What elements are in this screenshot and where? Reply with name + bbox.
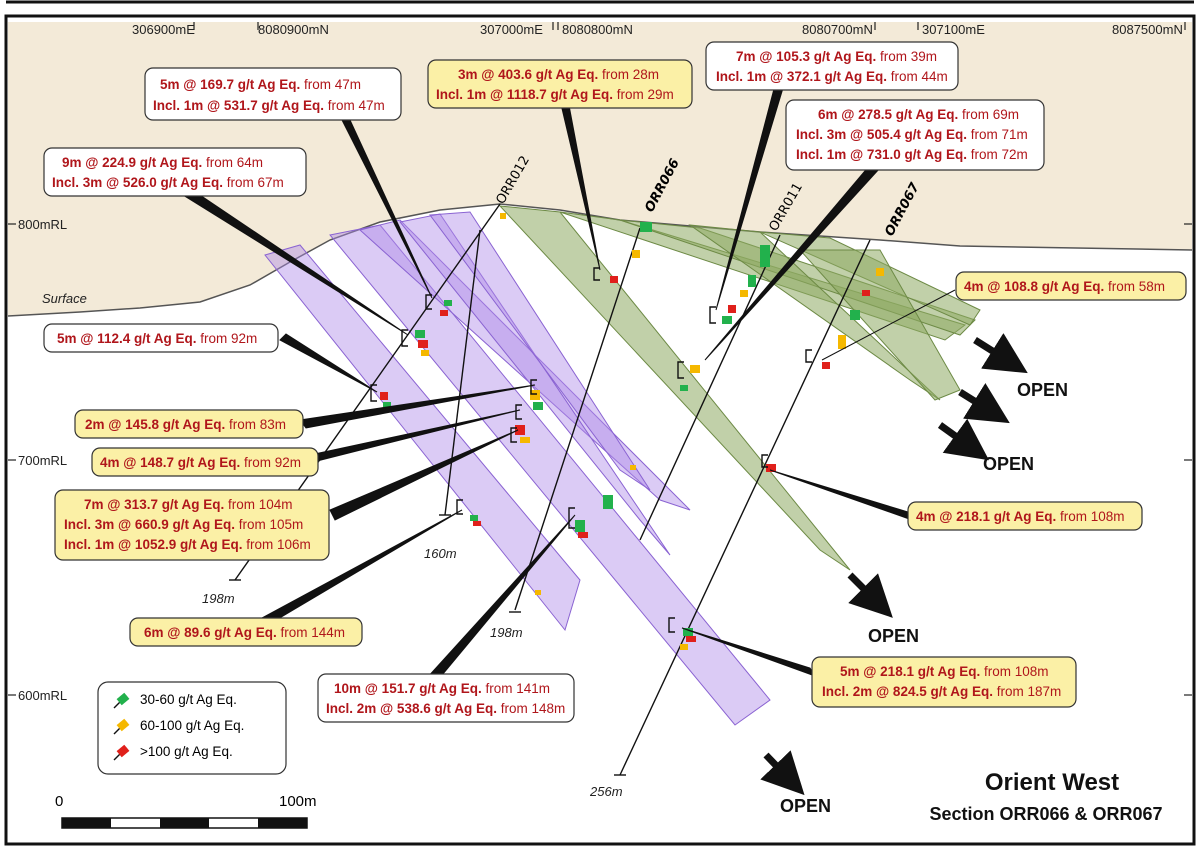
callout-red-2: 9m @ 224.9 g/t Ag Eq. from 64m Incl. 3m … [43, 147, 307, 197]
legend-swatch-red [113, 744, 130, 761]
callout-yellow-6: 4m @ 218.1 g/t Ag Eq. from 108m [907, 501, 1143, 531]
drill-trace-orr067 [619, 239, 871, 776]
open-label-4: OPEN [780, 796, 831, 816]
depth-label-160: 160m [424, 546, 457, 561]
easting-label-306900: 306900mE [132, 22, 195, 37]
svg-text:5m @ 218.1 g/t Ag Eq. from 108: 5m @ 218.1 g/t Ag Eq. from 108m [840, 664, 1048, 679]
svg-text:4m @ 218.1 g/t Ag Eq. from 108: 4m @ 218.1 g/t Ag Eq. from 108m [916, 509, 1124, 524]
svg-text:3m @ 403.6 g/t Ag Eq. from 28m: 3m @ 403.6 g/t Ag Eq. from 28m [458, 67, 659, 82]
callout-yellow-1: 3m @ 403.6 g/t Ag Eq. from 28m Incl. 1m … [427, 59, 693, 109]
svg-text:Incl. 3m @ 526.0 g/t Ag Eq. fr: Incl. 3m @ 526.0 g/t Ag Eq. from 67m [52, 175, 284, 190]
drill-holes [229, 203, 871, 776]
svg-text:7m @ 105.3 g/t Ag Eq. from 39m: 7m @ 105.3 g/t Ag Eq. from 39m [736, 49, 937, 64]
svg-text:4m @ 148.7 g/t Ag Eq. from 92m: 4m @ 148.7 g/t Ag Eq. from 92m [100, 455, 301, 470]
scale-end-label: 100m [279, 793, 317, 810]
legend-label-green: 30-60 g/t Ag Eq. [140, 692, 237, 707]
svg-text:5m @ 169.7 g/t Ag Eq. from 47m: 5m @ 169.7 g/t Ag Eq. from 47m [160, 77, 361, 92]
svg-text:Incl. 1m @ 1118.7 g/t Ag Eq. f: Incl. 1m @ 1118.7 g/t Ag Eq. from 29m [436, 87, 674, 102]
northing-label-8080800: 8080800mN [562, 22, 633, 37]
rl-label-600: 600mRL [18, 688, 67, 703]
svg-text:Incl. 1m @ 1052.9 g/t Ag Eq. f: Incl. 1m @ 1052.9 g/t Ag Eq. from 106m [64, 537, 311, 552]
drill-trace-orr012b [444, 229, 481, 516]
easting-label-307000: 307000mE [480, 22, 543, 37]
figure-title: Orient West [985, 769, 1119, 796]
callout-red-1: 5m @ 169.7 g/t Ag Eq. from 47m Incl. 1m … [144, 67, 402, 121]
rl-label-700: 700mRL [18, 453, 67, 468]
svg-text:Incl. 3m @ 505.4 g/t Ag Eq. fr: Incl. 3m @ 505.4 g/t Ag Eq. from 71m [796, 127, 1028, 142]
green-vein-zones [498, 205, 981, 571]
svg-text:7m @ 313.7 g/t Ag Eq. from 104: 7m @ 313.7 g/t Ag Eq. from 104m [84, 497, 292, 512]
callout-red-3: 7m @ 105.3 g/t Ag Eq. from 39m Incl. 1m … [705, 41, 959, 91]
northing-label-8080900: 8080900mN [258, 22, 329, 37]
callout-leaders [173, 84, 956, 687]
open-arrows [760, 333, 1028, 796]
rl-label-800: 800mRL [18, 217, 67, 232]
svg-text:5m @ 112.4 g/t Ag Eq. from 92m: 5m @ 112.4 g/t Ag Eq. from 92m [57, 331, 257, 346]
assay-intervals [380, 213, 884, 650]
legend-label-yellow: 60-100 g/t Ag Eq. [140, 718, 244, 733]
depth-label-orr066: 198m [490, 625, 523, 640]
surface-label: Surface [42, 291, 87, 306]
callout-red-4: 6m @ 278.5 g/t Ag Eq. from 69m Incl. 3m … [785, 99, 1045, 171]
callout-red-5: 5m @ 112.4 g/t Ag Eq. from 92m [43, 323, 279, 353]
surface-line [7, 203, 1193, 317]
purple-vein-zones [264, 211, 771, 726]
open-label-1: OPEN [1017, 380, 1068, 400]
svg-text:Incl. 2m @ 824.5 g/t Ag Eq. fr: Incl. 2m @ 824.5 g/t Ag Eq. from 187m [822, 684, 1061, 699]
scale-bar: 0 100m [55, 793, 317, 829]
legend: 30-60 g/t Ag Eq. 60-100 g/t Ag Eq. >100 … [97, 681, 287, 775]
svg-text:Incl. 3m @ 660.9 g/t Ag Eq. fr: Incl. 3m @ 660.9 g/t Ag Eq. from 105m [64, 517, 303, 532]
northing-label-8080700: 8080700mN [802, 22, 873, 37]
legend-swatch-yellow [113, 718, 130, 735]
interval-brackets [370, 267, 812, 633]
callout-yellow-5: 7m @ 313.7 g/t Ag Eq. from 104m Incl. 3m… [54, 489, 330, 561]
scale-start-label: 0 [55, 793, 63, 810]
legend-swatch-green [113, 692, 130, 709]
callout-yellow-2: 4m @ 108.8 g/t Ag Eq. from 58m [955, 271, 1187, 301]
svg-text:2m @ 145.8 g/t Ag Eq. from 83m: 2m @ 145.8 g/t Ag Eq. from 83m [85, 417, 286, 432]
svg-text:Incl. 1m @ 731.0 g/t Ag Eq. fr: Incl. 1m @ 731.0 g/t Ag Eq. from 72m [796, 147, 1028, 162]
depth-label-orr067: 256m [589, 784, 623, 799]
svg-text:6m @ 278.5 g/t Ag Eq. from 69m: 6m @ 278.5 g/t Ag Eq. from 69m [818, 107, 1019, 122]
svg-text:Incl. 1m @ 531.7 g/t Ag Eq. fr: Incl. 1m @ 531.7 g/t Ag Eq. from 47m [153, 98, 385, 113]
callout-red-6: 10m @ 151.7 g/t Ag Eq. from 141m Incl. 2… [317, 673, 575, 723]
drill-trace-orr011 [639, 234, 781, 541]
open-label-2: OPEN [983, 454, 1034, 474]
drill-trace-orr066 [514, 227, 641, 611]
legend-label-red: >100 g/t Ag Eq. [140, 744, 233, 759]
grid-ticks [8, 22, 1192, 696]
callout-yellow-8: 5m @ 218.1 g/t Ag Eq. from 108m Incl. 2m… [811, 656, 1077, 708]
figure-subtitle: Section ORR066 & ORR067 [929, 804, 1162, 824]
open-label-3: OPEN [868, 626, 919, 646]
svg-text:Incl. 1m @ 372.1 g/t Ag Eq. fr: Incl. 1m @ 372.1 g/t Ag Eq. from 44m [716, 69, 948, 84]
svg-text:10m @ 151.7 g/t Ag Eq. from 14: 10m @ 151.7 g/t Ag Eq. from 141m [334, 681, 550, 696]
callout-yellow-4: 4m @ 148.7 g/t Ag Eq. from 92m [91, 447, 319, 477]
svg-text:6m @ 89.6 g/t Ag Eq. from 144m: 6m @ 89.6 g/t Ag Eq. from 144m [144, 625, 345, 640]
easting-label-307100: 307100mE [922, 22, 985, 37]
depth-label-orr012: 198m [202, 591, 235, 606]
svg-text:9m @ 224.9 g/t Ag Eq. from 64m: 9m @ 224.9 g/t Ag Eq. from 64m [62, 155, 263, 170]
callout-yellow-7: 6m @ 89.6 g/t Ag Eq. from 144m [129, 617, 363, 647]
callout-yellow-3: 2m @ 145.8 g/t Ag Eq. from 83m [74, 409, 304, 439]
svg-text:4m @ 108.8 g/t Ag Eq. from 58m: 4m @ 108.8 g/t Ag Eq. from 58m [964, 279, 1165, 294]
northing-label-8087500: 8087500mN [1112, 22, 1183, 37]
svg-text:Incl. 2m @ 538.6 g/t Ag Eq. fr: Incl. 2m @ 538.6 g/t Ag Eq. from 148m [326, 701, 565, 716]
